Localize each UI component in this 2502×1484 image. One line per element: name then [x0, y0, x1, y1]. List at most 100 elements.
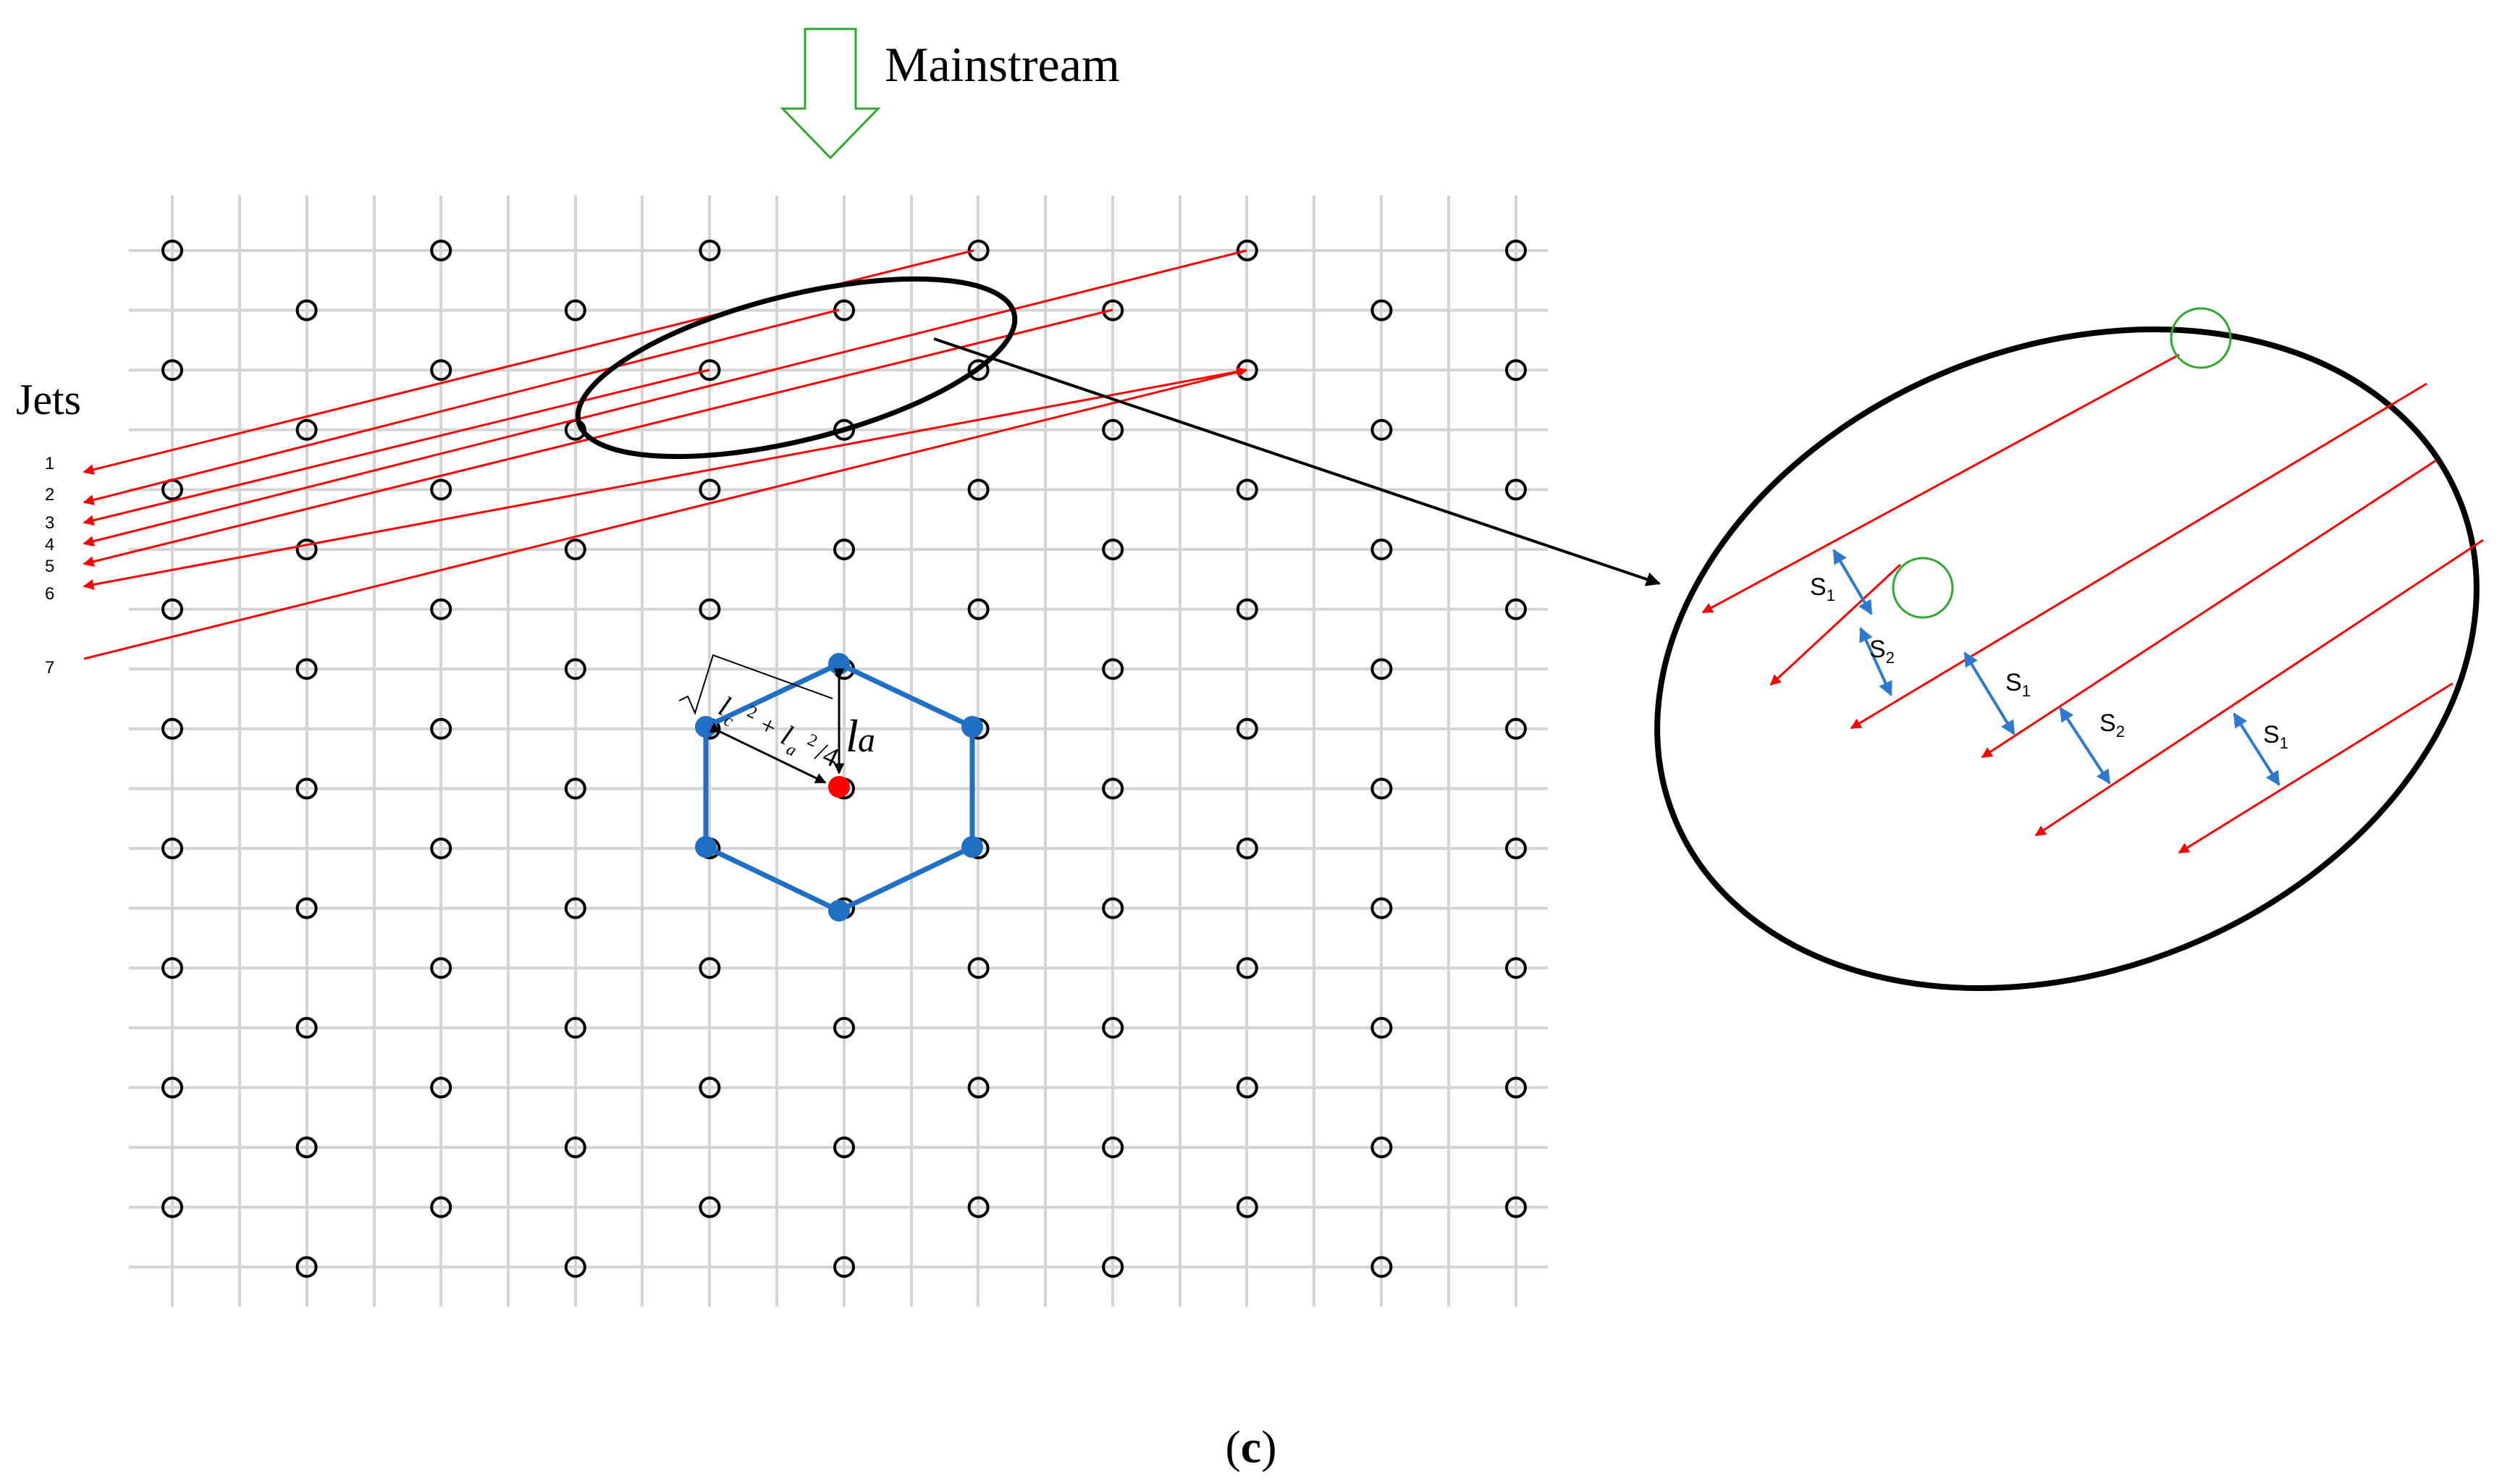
- jet-number: 6: [45, 584, 54, 604]
- zoom-hole-upper: [2170, 307, 2232, 369]
- film-hole: [295, 897, 318, 919]
- panel-label: (c): [1225, 1421, 1276, 1472]
- film-hole: [564, 1016, 586, 1039]
- film-hole: [430, 240, 452, 261]
- film-hole: [1236, 598, 1258, 620]
- jet-line: [83, 368, 1247, 590]
- zoom-jet-line: [1850, 382, 2427, 730]
- jet-line: [83, 249, 1247, 547]
- jet-number: 2: [45, 485, 54, 505]
- film-hole: [161, 240, 183, 261]
- film-hole: [295, 539, 318, 560]
- film-hole: [564, 658, 586, 680]
- zoom-source-ellipse: [575, 276, 1018, 460]
- film-hole: [161, 717, 183, 740]
- spacing-label-s: S: [2263, 721, 2280, 749]
- film-hole: [1370, 897, 1393, 919]
- mainstream-label: Mainstream: [885, 37, 1120, 92]
- zoom-pointer-arrow: [933, 337, 1661, 586]
- jet-number: 5: [45, 557, 54, 576]
- film-hole: [295, 777, 318, 800]
- film-hole: [564, 897, 586, 919]
- film-hole: [430, 598, 452, 620]
- spacing-label-sub: 1: [1827, 586, 1835, 604]
- film-hole: [161, 838, 183, 859]
- film-hole: [1505, 359, 1527, 381]
- film-hole: [1370, 1137, 1393, 1158]
- film-hole: [967, 478, 990, 501]
- spacing-label: S1: [2005, 669, 2031, 700]
- spacing-label-sub: 1: [2022, 682, 2031, 700]
- spacing-label-sub: 1: [2280, 734, 2288, 752]
- film-hole: [295, 1256, 318, 1278]
- film-hole: [1236, 838, 1258, 859]
- film-hole: [699, 1196, 721, 1218]
- spacing-arrow: [1859, 627, 1892, 696]
- spacing-label: S2: [2099, 709, 2125, 741]
- film-hole: [1505, 838, 1527, 859]
- film-hole: [1505, 598, 1527, 620]
- film-hole: [161, 1076, 183, 1099]
- jet-line: [83, 368, 710, 526]
- spacing-arrow: [2059, 707, 2111, 785]
- film-hole: [967, 957, 990, 979]
- jet-trajectories: [83, 249, 1248, 660]
- film-hole: [430, 1076, 452, 1099]
- film-hole: [699, 1076, 721, 1099]
- spacing-label: S2: [1869, 636, 1895, 667]
- film-hole: [1236, 478, 1258, 501]
- film-hole: [1370, 658, 1393, 680]
- film-hole: [833, 1256, 855, 1278]
- hexagon-vertex: [828, 653, 850, 675]
- film-hole: [699, 359, 721, 381]
- la-label-sub: a: [858, 721, 875, 759]
- spacing-label: S1: [1810, 573, 1835, 604]
- film-hole: [1505, 1076, 1527, 1099]
- film-hole: [1370, 1256, 1393, 1278]
- panel-label-letter: c: [1241, 1421, 1261, 1472]
- film-hole: [564, 1256, 586, 1278]
- film-hole: [833, 1137, 855, 1158]
- spacing-label-s: S: [2099, 709, 2116, 737]
- jets-label: Jets: [16, 376, 81, 423]
- jet-number: 7: [45, 658, 54, 678]
- film-hole: [833, 1016, 855, 1039]
- film-hole: [699, 957, 721, 979]
- film-hole: [1102, 539, 1124, 560]
- film-hole: [295, 658, 318, 680]
- film-hole: [430, 717, 452, 740]
- panel-label-open: (: [1225, 1421, 1240, 1472]
- film-hole: [295, 299, 318, 321]
- film-hole: [1236, 1076, 1258, 1099]
- spacing-label-s: S: [1869, 636, 1886, 663]
- jet-number: 4: [45, 535, 54, 555]
- film-hole: [1505, 1196, 1527, 1218]
- jet-line: [83, 308, 1113, 568]
- film-hole: [430, 838, 452, 859]
- la-label: l: [846, 710, 859, 762]
- film-hole: [1370, 539, 1393, 560]
- spacing-label-sub: 2: [1886, 649, 1895, 667]
- film-hole: [295, 1137, 318, 1158]
- zoom-jet-line: [1981, 459, 2437, 759]
- film-hole: [161, 359, 183, 381]
- film-hole: [1102, 777, 1124, 800]
- zoom-jet-line: [2034, 539, 2484, 837]
- film-hole: [967, 240, 990, 261]
- film-hole: [967, 359, 990, 381]
- film-hole: [161, 598, 183, 620]
- film-hole: [1505, 478, 1527, 501]
- center-hole: [828, 776, 850, 798]
- film-hole: [699, 478, 721, 501]
- spacing-label: S1: [2263, 721, 2288, 752]
- film-hole: [295, 1016, 318, 1039]
- hexagon-vertex: [828, 900, 850, 922]
- zoom-jet-line: [1701, 353, 2180, 614]
- jet-line: [83, 308, 840, 505]
- film-hole: [1236, 1196, 1258, 1218]
- film-hole: [564, 1137, 586, 1158]
- film-hole: [1505, 717, 1527, 740]
- radical-sign: [678, 654, 833, 715]
